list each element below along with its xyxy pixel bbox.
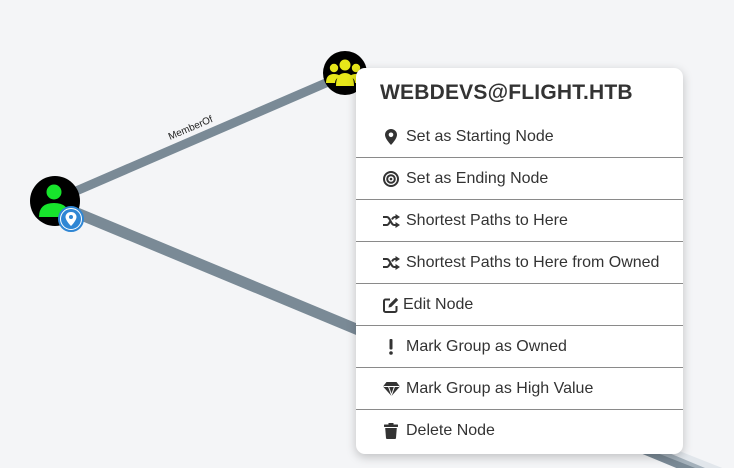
menu-item-label: Edit Node xyxy=(403,295,474,313)
map-marker-icon xyxy=(382,128,400,146)
map-marker-badge-icon xyxy=(58,206,84,232)
menu-item-label: Shortest Paths to Here xyxy=(406,211,568,229)
menu-item-edit-node[interactable]: Edit Node xyxy=(356,284,683,326)
exclamation-icon xyxy=(382,338,400,356)
edge-memberof[interactable] xyxy=(58,71,344,203)
menu-item-set-ending-node[interactable]: Set as Ending Node xyxy=(356,158,683,200)
menu-item-label: Set as Starting Node xyxy=(406,127,554,145)
menu-item-shortest-paths-here[interactable]: Shortest Paths to Here xyxy=(356,200,683,242)
edit-icon xyxy=(382,296,400,314)
bullseye-icon xyxy=(382,170,400,188)
menu-item-label: Mark Group as High Value xyxy=(406,379,594,397)
menu-item-label: Shortest Paths to Here from Owned xyxy=(406,253,660,271)
gem-icon xyxy=(382,380,400,398)
menu-item-shortest-paths-here-owned[interactable]: Shortest Paths to Here from Owned xyxy=(356,242,683,284)
shuffle-icon xyxy=(382,254,400,272)
menu-item-label: Mark Group as Owned xyxy=(406,337,567,355)
menu-item-set-starting-node[interactable]: Set as Starting Node xyxy=(356,116,683,158)
user-icon-head xyxy=(46,184,62,200)
menu-item-label: Delete Node xyxy=(406,422,495,439)
menu-item-label: Set as Ending Node xyxy=(406,169,549,187)
node-context-menu: WEBDEVS@FLIGHT.HTB Set as Starting Node … xyxy=(356,68,683,454)
trash-icon xyxy=(382,422,400,440)
menu-title: WEBDEVS@FLIGHT.HTB xyxy=(380,81,633,104)
shuffle-icon xyxy=(382,212,400,230)
menu-item-delete-node[interactable]: Delete Node xyxy=(356,410,683,452)
menu-item-mark-high-value[interactable]: Mark Group as High Value xyxy=(356,368,683,410)
menu-item-mark-owned[interactable]: Mark Group as Owned xyxy=(356,326,683,368)
